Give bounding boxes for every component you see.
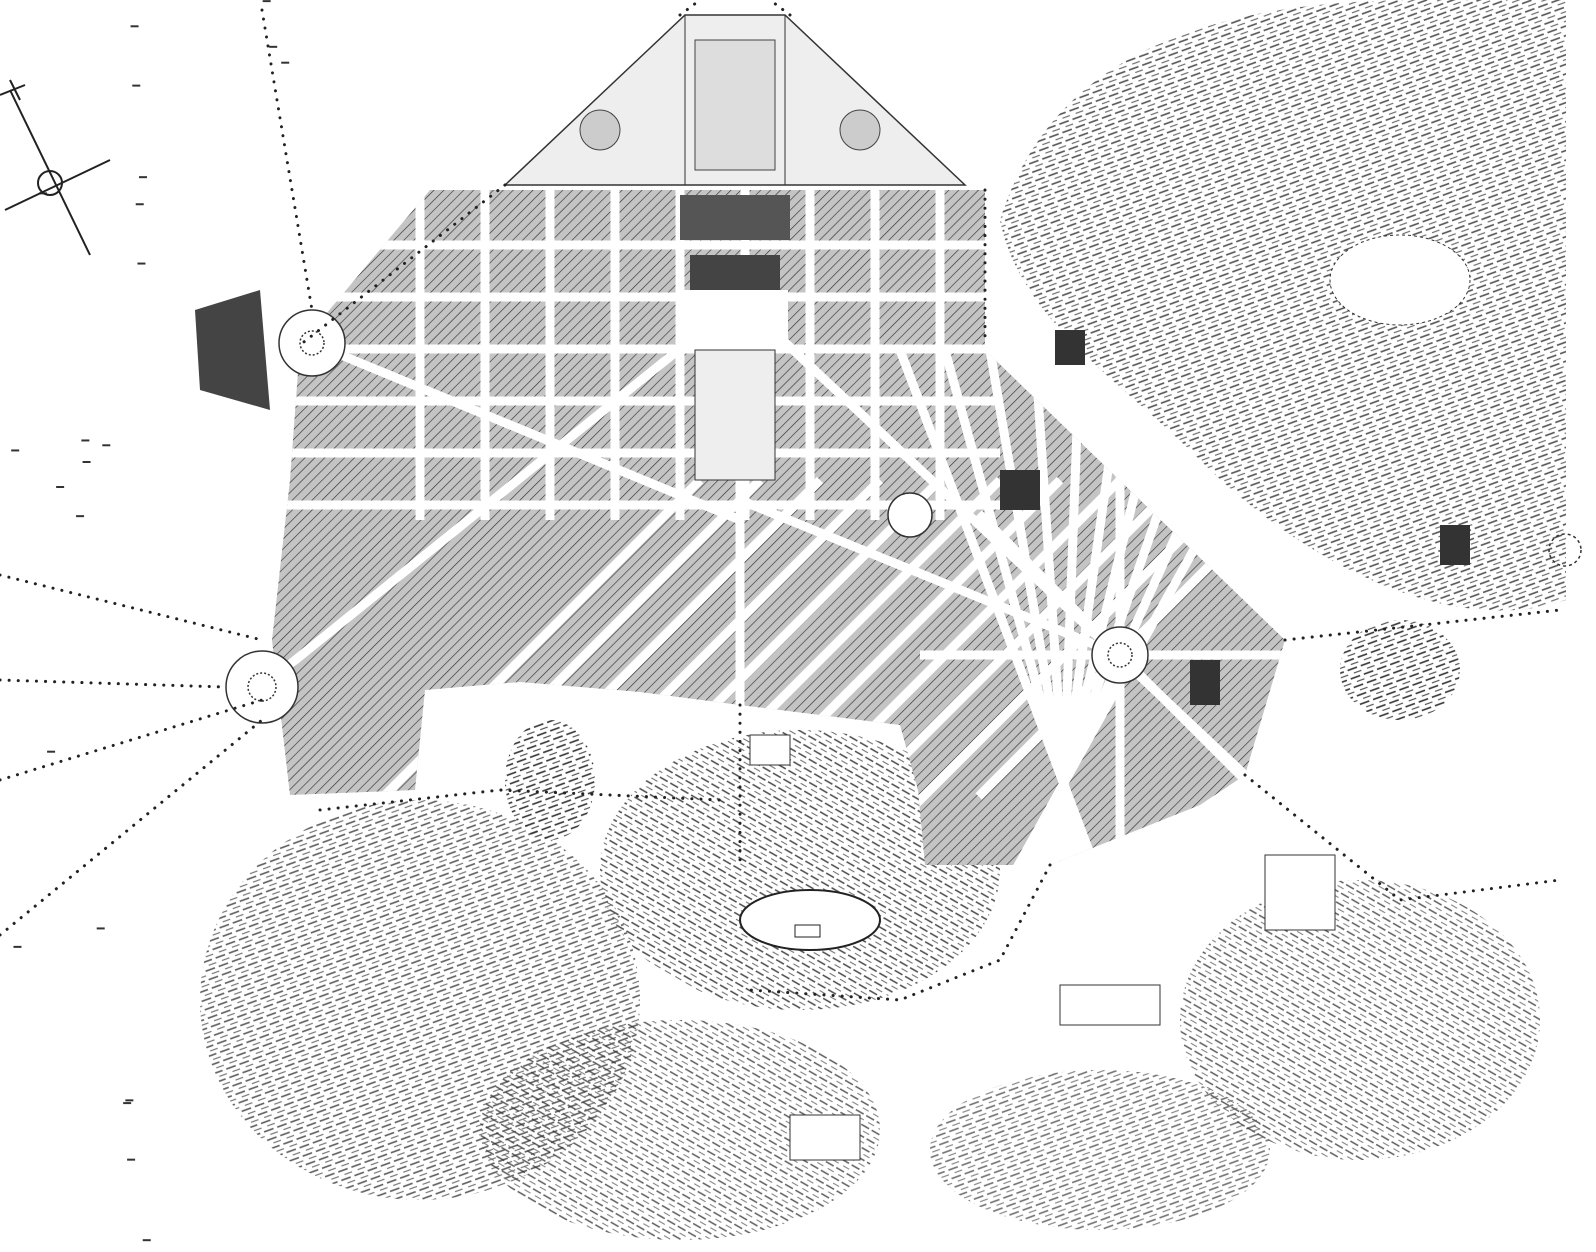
hill-south [480, 1020, 880, 1240]
radial-street [975, 510, 1124, 659]
public-buildings [195, 195, 1470, 1161]
avenue [310, 338, 742, 525]
hill-summit-northeast [1329, 234, 1471, 326]
hill-southeast [1180, 880, 1540, 1160]
central-garden [694, 349, 776, 481]
radial-street [975, 651, 1124, 800]
hill-northeast [1000, 0, 1566, 611]
hills [200, 0, 1566, 1240]
palace-garden [503, 14, 967, 186]
avenue [738, 495, 1122, 660]
plazas [225, 309, 1582, 724]
avenue [272, 296, 743, 691]
dotted-roads [0, 0, 1562, 1002]
hill-far-south [930, 1070, 1270, 1230]
radial-street [1116, 651, 1265, 800]
acropolis-top [739, 889, 881, 951]
compass-rose-icon [0, 79, 111, 256]
hill-east [1340, 620, 1460, 720]
palace-square [683, 290, 788, 350]
water-marks [11, 0, 290, 1242]
parthenon [794, 924, 821, 938]
hill-small [505, 720, 595, 840]
